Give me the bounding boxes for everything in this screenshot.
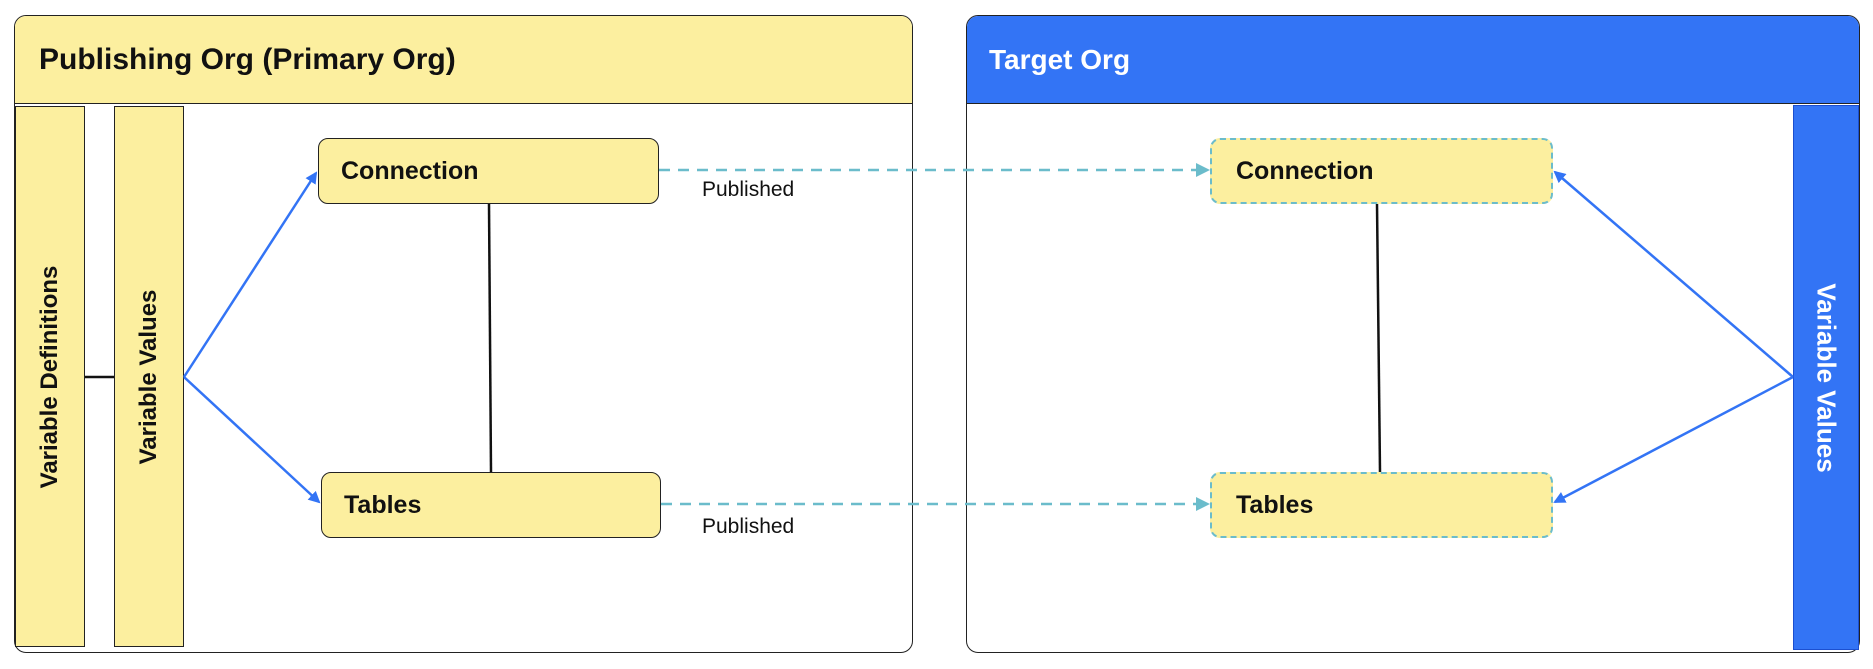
target-org-panel: Target Org bbox=[966, 15, 1860, 653]
target-variable-values-bar: Variable Values bbox=[1793, 105, 1859, 650]
target-tables-label: Tables bbox=[1236, 490, 1314, 519]
variable-definitions-bar: Variable Definitions bbox=[15, 106, 85, 647]
target-connection-label: Connection bbox=[1236, 156, 1374, 185]
publishing-org-title: Publishing Org (Primary Org) bbox=[15, 16, 912, 104]
publishing-tables-label: Tables bbox=[344, 490, 422, 519]
target-tables-node: Tables bbox=[1210, 472, 1553, 538]
publishing-variable-values-bar: Variable Values bbox=[114, 106, 184, 647]
target-org-title: Target Org bbox=[967, 16, 1859, 104]
publishing-variable-values-label: Variable Values bbox=[135, 289, 162, 464]
published-connection-label: Published bbox=[702, 178, 795, 201]
published-tables-label: Published bbox=[702, 515, 795, 538]
variable-definitions-label: Variable Definitions bbox=[36, 265, 63, 488]
publishing-connection-label: Connection bbox=[341, 156, 479, 185]
target-connection-node: Connection bbox=[1210, 138, 1553, 204]
target-variable-values-label: Variable Values bbox=[1811, 282, 1842, 473]
publishing-connection-node: Connection bbox=[318, 138, 659, 204]
publishing-tables-node: Tables bbox=[321, 472, 661, 538]
